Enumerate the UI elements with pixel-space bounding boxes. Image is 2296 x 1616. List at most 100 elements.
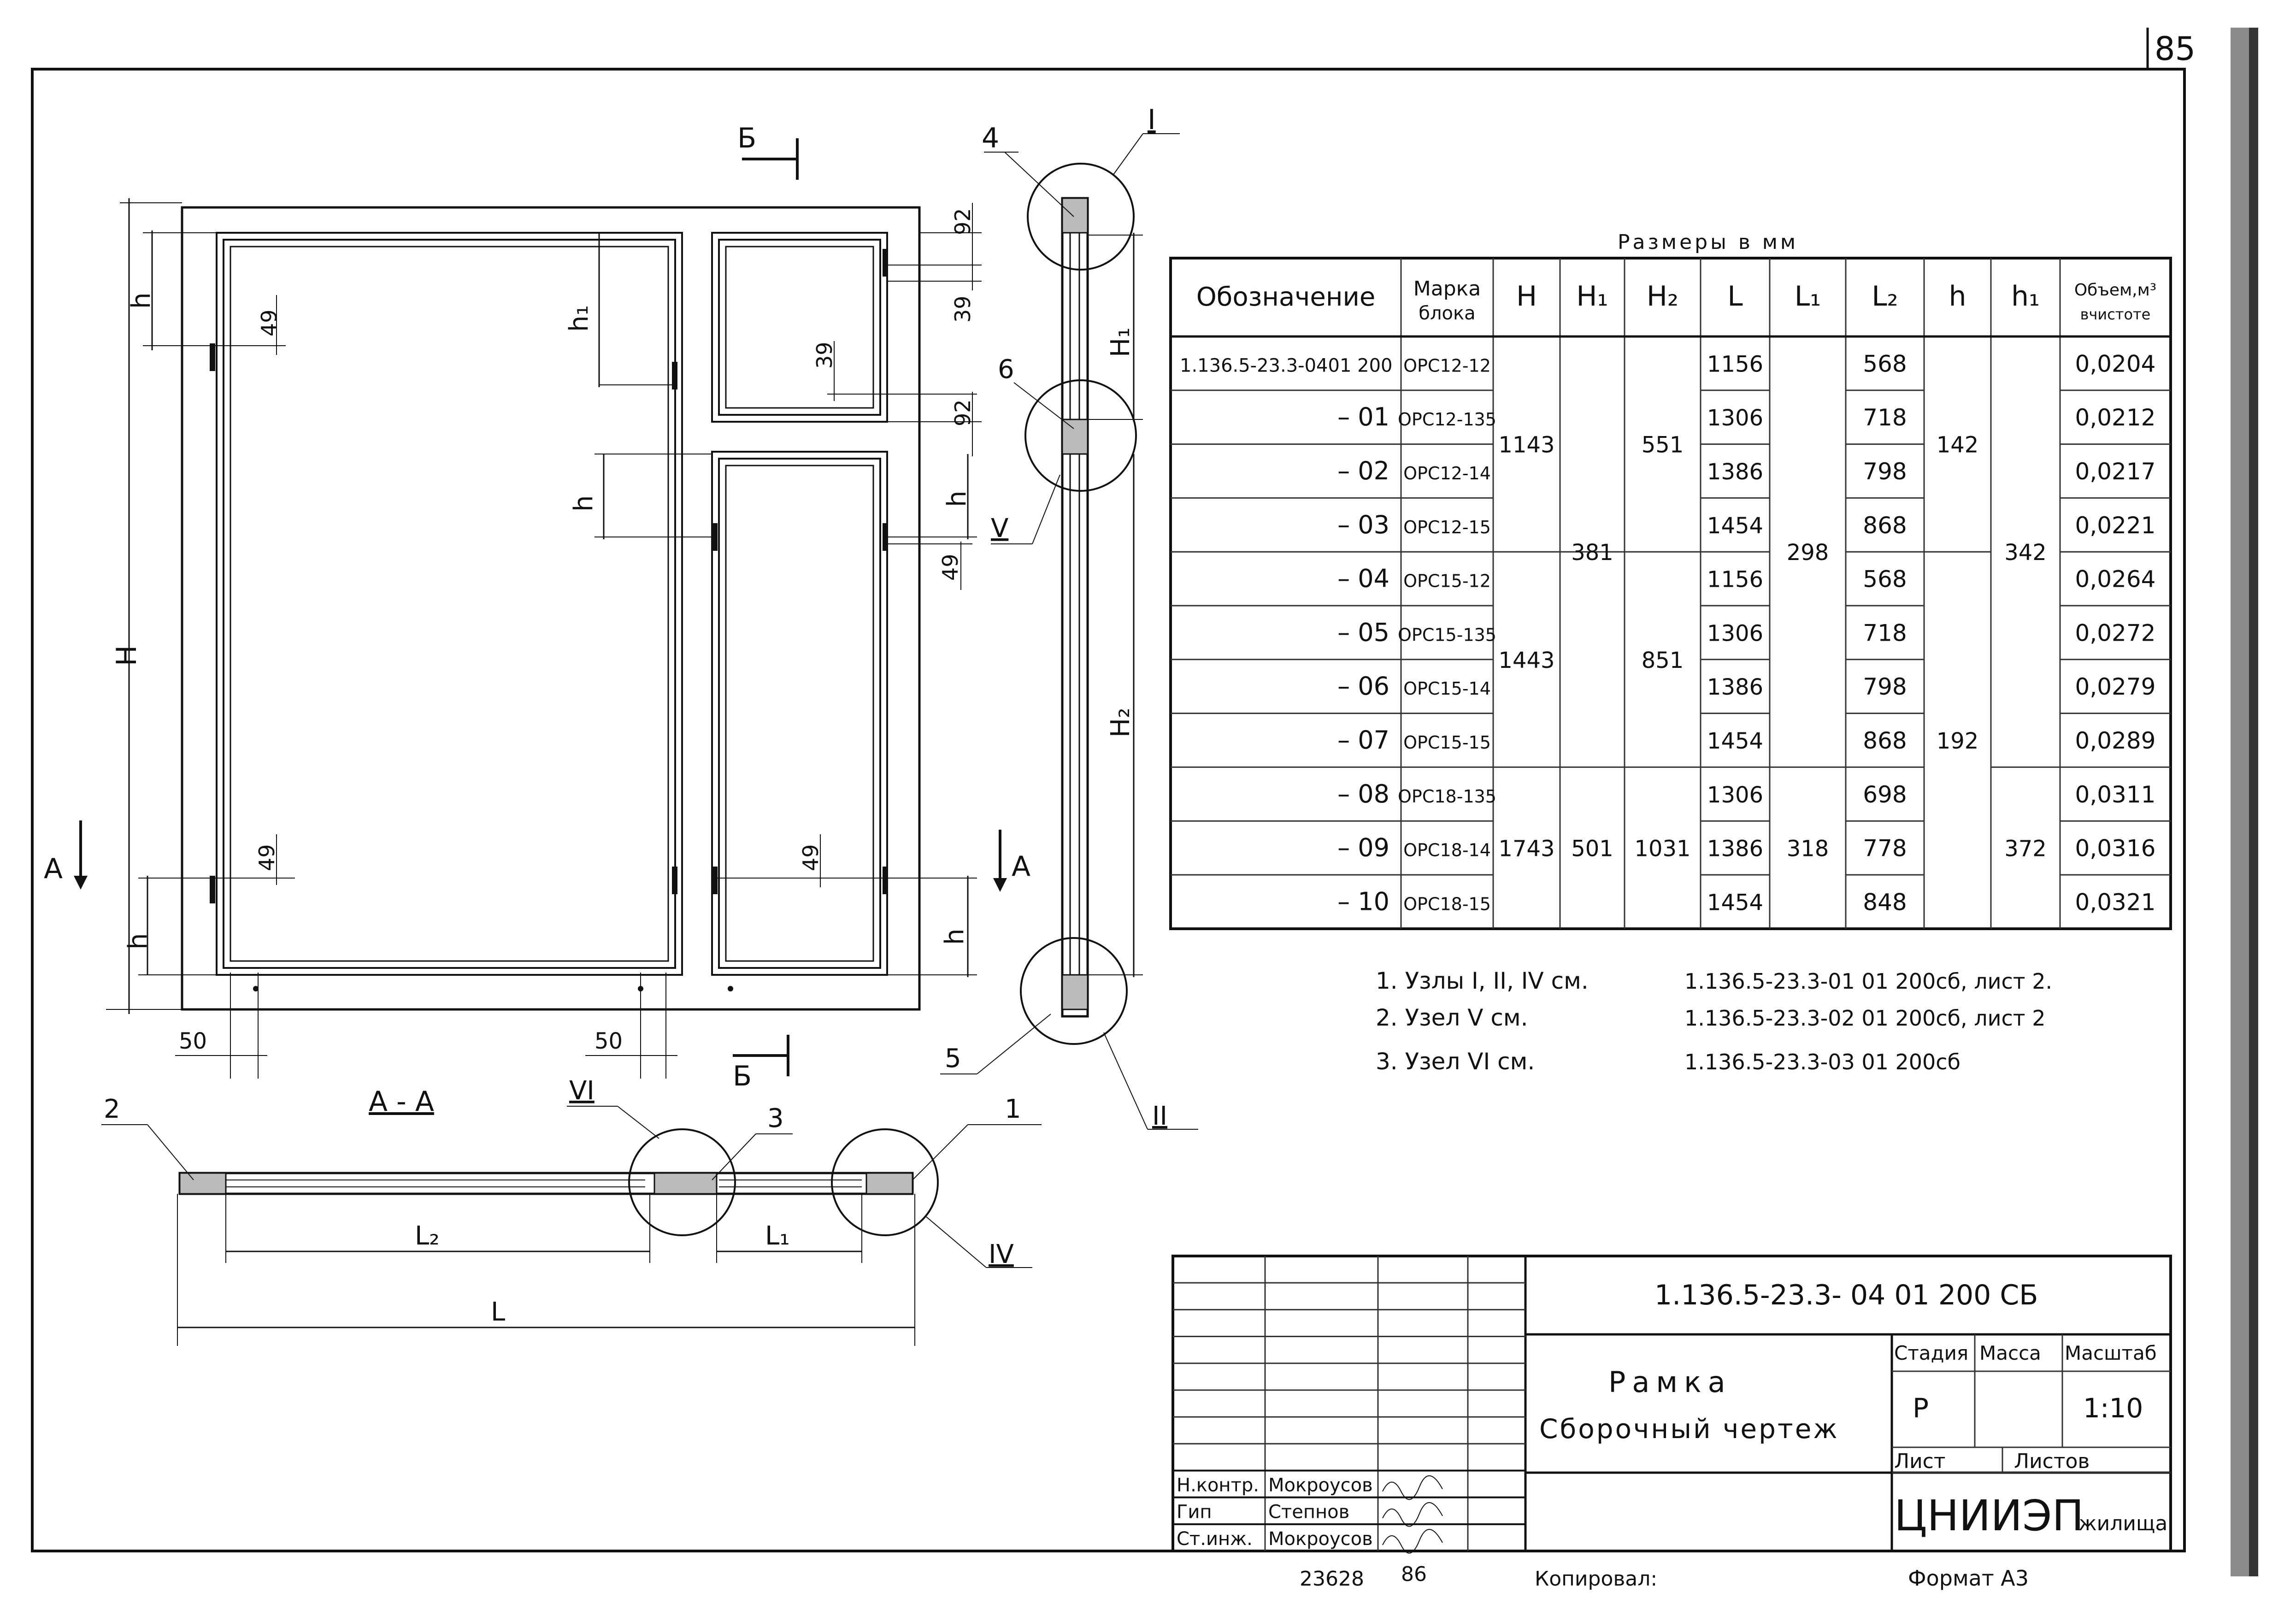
signature-mark xyxy=(1382,1529,1443,1554)
left-opening-outer xyxy=(216,232,683,976)
dim-50: 50 xyxy=(595,1028,623,1054)
cell-merged-H1_c: 501 xyxy=(1571,836,1613,862)
cell-mark: ОРС15-12 xyxy=(1403,571,1491,591)
label-h: h xyxy=(569,495,599,512)
dim-49: 49 xyxy=(798,844,823,871)
cell-merged-H2_c: 1031 xyxy=(1634,836,1690,862)
cell-designation: – 09 xyxy=(1337,833,1389,862)
signer-role: Гип xyxy=(1177,1502,1212,1523)
hatch-right xyxy=(865,1172,913,1195)
dim-49: 49 xyxy=(254,844,279,871)
cell-L2: 798 xyxy=(1863,458,1907,485)
dim-39: 39 xyxy=(812,342,837,369)
cell-mark: ОРС12-135 xyxy=(1398,409,1496,430)
right-upper-opening-outer xyxy=(711,232,888,423)
cell-merged-H2_b: 851 xyxy=(1642,648,1684,673)
cell-merged-L1_c: 318 xyxy=(1787,836,1829,862)
node-circle-VI xyxy=(628,1128,736,1236)
label-h: h xyxy=(942,491,972,507)
node-circle-I xyxy=(1027,163,1135,271)
cell-volume: 0,0272 xyxy=(2075,619,2156,646)
leader-V xyxy=(1032,474,1060,544)
copied-by: Копировал: xyxy=(1535,1567,1657,1591)
note-2-ref: 1.136.5-23.3-02 01 200сб, лист 2 xyxy=(1684,1006,2045,1031)
note-1: 1. Узлы I, II, IV см. xyxy=(1376,967,1589,994)
cell-volume: 0,0316 xyxy=(2075,835,2156,862)
leader-IV xyxy=(926,1216,987,1268)
cell-designation: – 10 xyxy=(1337,887,1389,916)
dim-49: 49 xyxy=(938,554,963,581)
leader-II xyxy=(1103,1032,1148,1130)
node-II: II xyxy=(1152,1101,1167,1131)
dim-point xyxy=(638,986,643,991)
leader-6 xyxy=(1013,382,1074,429)
org-name: ЦНИИЭП xyxy=(1894,1491,2084,1540)
label-H1: H₁ xyxy=(1106,327,1136,357)
bottom-number-2: 86 xyxy=(1401,1563,1427,1586)
cell-L: 1386 xyxy=(1707,836,1763,862)
drawing-subtitle: Сборочный чертеж xyxy=(1539,1413,1839,1445)
node-circle-V xyxy=(1024,379,1137,492)
leader-VI xyxy=(617,1106,659,1139)
dim-L1: L₁ xyxy=(765,1221,790,1251)
arrow-head xyxy=(993,878,1007,892)
hinge-mark xyxy=(883,867,888,894)
callout-6: 6 xyxy=(998,354,1014,384)
cell-designation: 1.136.5-23.3-0401 200 xyxy=(1180,355,1392,376)
hatch-mid xyxy=(1061,419,1089,455)
cell-designation: – 08 xyxy=(1337,779,1389,808)
left-opening-inner xyxy=(230,246,669,962)
right-lower-opening-outer xyxy=(711,451,888,976)
cell-L: 1306 xyxy=(1707,620,1763,646)
side-profile xyxy=(1061,197,1089,1018)
callout-1: 1 xyxy=(1005,1094,1021,1124)
label-H: H xyxy=(111,645,143,666)
th-col-5: L xyxy=(1727,280,1743,313)
cell-merged-H_a: 1143 xyxy=(1498,432,1554,458)
cell-mark: ОРС18-135 xyxy=(1398,786,1496,807)
label-h1: h₁ xyxy=(564,305,594,332)
label-h: h xyxy=(126,293,156,309)
cell-L: 1306 xyxy=(1707,405,1763,431)
section-profile xyxy=(178,1172,914,1195)
cell-designation: – 04 xyxy=(1337,564,1389,593)
cell-L2: 848 xyxy=(1863,889,1907,915)
cell-mark: ОРС15-135 xyxy=(1398,625,1496,645)
cell-designation: – 03 xyxy=(1337,510,1389,539)
cell-merged-L1_a: 298 xyxy=(1787,540,1829,566)
node-I: I xyxy=(1148,104,1156,136)
cell-L: 1454 xyxy=(1707,890,1763,915)
node-V: V xyxy=(991,513,1008,543)
cell-volume: 0,0217 xyxy=(2075,458,2156,485)
drawing-code: 1.136.5-23.3- 04 01 200 СБ xyxy=(1654,1279,2038,1311)
binding-edge-dark xyxy=(2249,28,2258,1576)
dim-92: 92 xyxy=(950,399,975,426)
org-suffix: жилища xyxy=(2078,1512,2167,1535)
cell-L2: 568 xyxy=(1863,350,1907,377)
cell-merged-h1_a: 342 xyxy=(2004,540,2047,566)
dim-point xyxy=(728,986,733,991)
th-col-9: h₁ xyxy=(2011,280,2040,313)
th-col-4: H₂ xyxy=(1647,280,1678,313)
cell-L: 1306 xyxy=(1707,782,1763,808)
scale-value: 1:10 xyxy=(2083,1392,2143,1424)
cell-mark: ОРС15-15 xyxy=(1403,732,1491,753)
leader-5 xyxy=(977,1014,1051,1074)
section-b-top: Б xyxy=(737,122,756,154)
cell-L: 1386 xyxy=(1707,459,1763,485)
cell-mark: ОРС12-14 xyxy=(1403,463,1491,484)
note-1-ref: 1.136.5-23.3-01 01 200сб, лист 2. xyxy=(1684,969,2052,994)
dim-L2: L₂ xyxy=(415,1221,440,1251)
table-border xyxy=(1169,257,2172,930)
cell-merged-H2_a: 551 xyxy=(1642,432,1684,458)
leader-4 xyxy=(1004,152,1074,217)
mass-label: Масса xyxy=(1979,1342,2041,1364)
signer-name: Мокроусов xyxy=(1268,1528,1373,1550)
cell-mark: ОРС12-12 xyxy=(1403,355,1491,376)
note-3: 3. Узел VI см. xyxy=(1376,1048,1535,1075)
left-opening-mid xyxy=(223,239,676,969)
cell-mark: ОРС15-14 xyxy=(1403,678,1491,699)
cell-L: 1386 xyxy=(1707,674,1763,700)
leader-I xyxy=(1113,133,1143,176)
